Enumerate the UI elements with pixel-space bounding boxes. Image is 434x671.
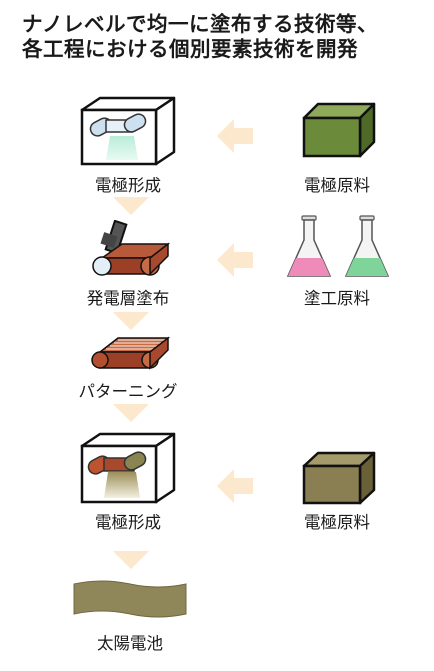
- down-chevron-icon: [113, 551, 149, 569]
- title-line-1: ナノレベルで均一に塗布する技術等、: [22, 12, 378, 36]
- left-arrow-icon: [217, 243, 253, 277]
- flasks-icon: [286, 215, 390, 277]
- coating-machine-icon: [92, 220, 170, 276]
- pink-flask-icon: [286, 215, 332, 277]
- solar-cell-sheet-icon: [73, 580, 187, 618]
- step-label-generation-layer-coating: 発電層塗布: [86, 289, 170, 308]
- olive-cube-icon: [302, 451, 376, 505]
- step-label-electrode-forming-2: 電極形成: [95, 513, 161, 532]
- material-label-electrode-raw-2: 電極原料: [304, 513, 370, 532]
- electrode-forming-machine-icon: [80, 96, 176, 166]
- down-chevron-icon: [113, 197, 149, 215]
- step-label-electrode-forming-1: 電極形成: [95, 176, 161, 195]
- electrode-forming-machine-icon-2: [80, 432, 176, 504]
- patterning-belt-icon: [91, 336, 170, 370]
- material-label-electrode-raw-1: 電極原料: [304, 176, 370, 195]
- green-flask-icon: [344, 215, 390, 277]
- material-label-coating-raw: 塗工原料: [304, 289, 370, 308]
- title-line-2: 各工程における個別要素技術を開発: [22, 37, 358, 61]
- diagram-title: ナノレベルで均一に塗布する技術等、 各工程における個別要素技術を開発: [22, 12, 422, 62]
- down-chevron-icon: [113, 404, 149, 422]
- green-cube-icon: [302, 102, 376, 158]
- left-arrow-icon: [217, 119, 253, 153]
- step-label-solar-cell: 太陽電池: [97, 634, 163, 653]
- step-label-patterning: パターニング: [78, 382, 178, 401]
- left-arrow-icon: [217, 469, 253, 503]
- down-chevron-icon: [113, 312, 149, 330]
